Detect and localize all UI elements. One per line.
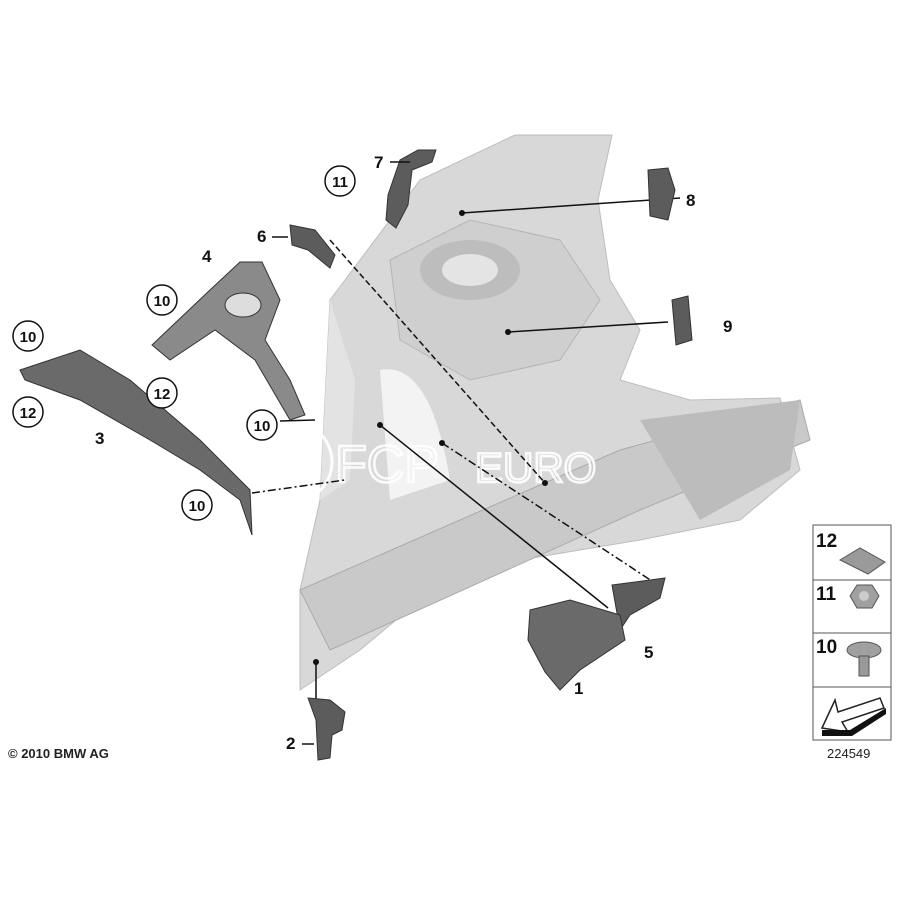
circled-callout-12: 12 <box>154 386 171 403</box>
circled-callout-10: 10 <box>189 498 206 515</box>
circled-callouts <box>12 165 356 521</box>
circled-callout-10: 10 <box>20 329 37 346</box>
callout-8: 8 <box>686 191 695 210</box>
callout-9: 9 <box>723 317 732 336</box>
part-4 <box>151 261 306 421</box>
svg-text:EURO: EURO <box>475 444 596 491</box>
part-1 <box>527 599 626 691</box>
copyright: © 2010 BMW AG <box>8 746 109 761</box>
hex-bolt-icon <box>846 641 882 677</box>
callout-6: 6 <box>257 227 266 246</box>
callout-3: 3 <box>95 429 104 448</box>
circled-callout-11: 11 <box>332 174 348 191</box>
circled-callout-10: 10 <box>154 293 171 310</box>
part-6 <box>289 224 336 269</box>
clip-nut-icon <box>838 547 886 575</box>
legend-number-10: 10 <box>816 637 837 658</box>
part-7 <box>385 149 437 229</box>
callout-2: 2 <box>286 734 295 753</box>
part-2 <box>307 697 346 761</box>
legend-number-12: 12 <box>816 531 837 552</box>
leader-dots <box>313 210 548 665</box>
watermark: FCP EURO <box>250 420 598 504</box>
diagram-id: 224549 <box>827 746 870 761</box>
legend-number-11: 11 <box>816 584 837 605</box>
circled-callout-10: 10 <box>254 418 271 435</box>
part-9 <box>671 295 693 346</box>
part-3 <box>19 349 253 536</box>
parts <box>19 149 693 761</box>
circled-callout-12: 12 <box>20 405 37 422</box>
callout-7: 7 <box>374 153 383 172</box>
svg-text:FCP: FCP <box>335 436 439 494</box>
callout-5: 5 <box>644 643 653 662</box>
leader-lines <box>251 197 681 700</box>
part-8 <box>647 167 676 221</box>
callout-1: 1 <box>574 679 583 698</box>
fastener-legend: 12 11 10 <box>812 524 892 741</box>
callout-4: 4 <box>202 247 212 266</box>
